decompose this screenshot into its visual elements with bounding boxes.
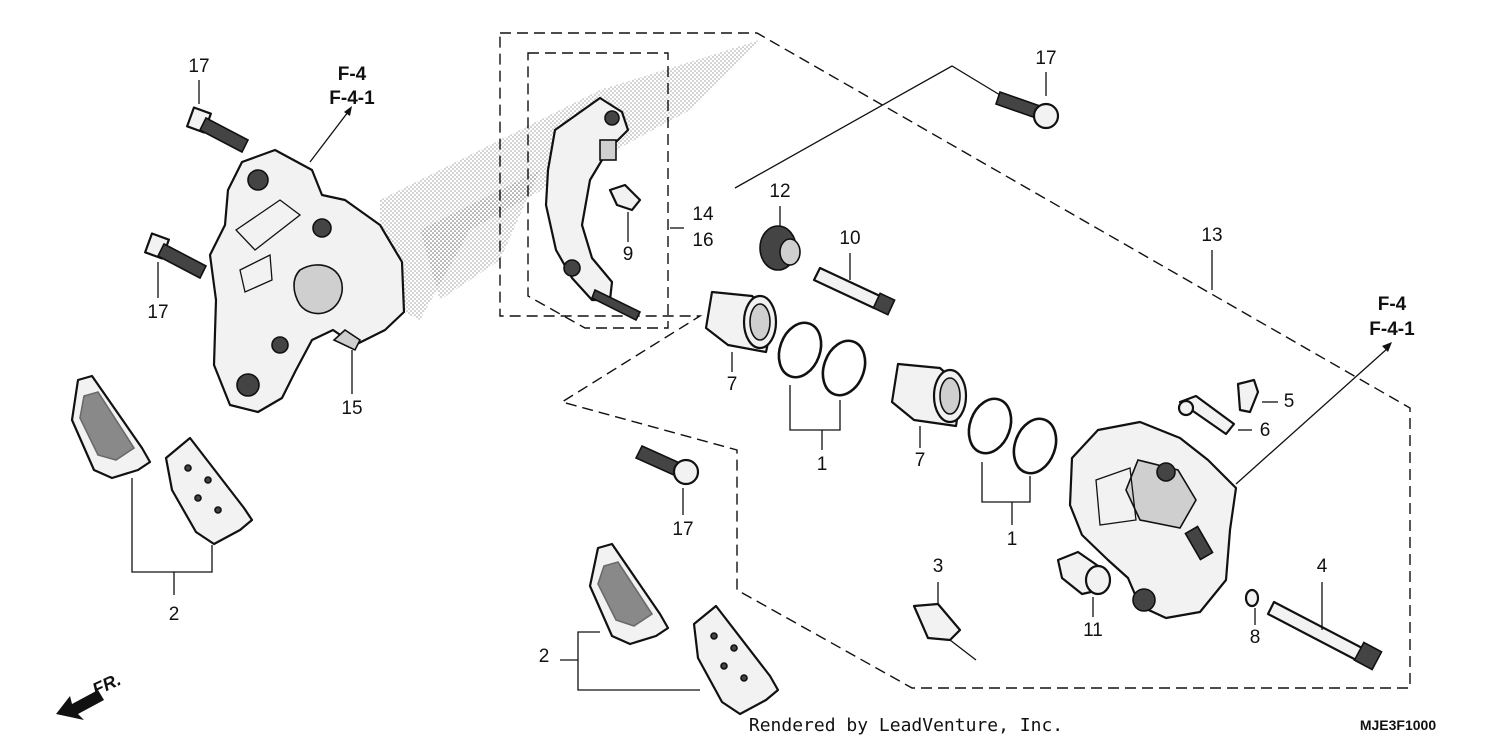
pad-spring-3 [912, 582, 977, 661]
callout-c11: 11 [1083, 620, 1103, 641]
leader-17b [734, 65, 1001, 189]
pin-10 [812, 253, 896, 316]
callout-c4: 4 [1317, 556, 1328, 577]
callout-c12: 12 [769, 181, 790, 202]
callout-c8: 8 [1250, 627, 1261, 648]
ref-arrow-right [1235, 342, 1392, 485]
caliper-bracket-15 [208, 148, 406, 414]
callout-c3: 3 [933, 556, 944, 577]
boot-12 [759, 206, 801, 271]
callout-c17d: 17 [672, 519, 693, 540]
callout-c17c: 17 [147, 302, 168, 323]
callout-c14: 14 [692, 204, 714, 225]
callout-c2b: 2 [539, 646, 550, 667]
bolt-17-mid-left [144, 232, 208, 280]
bleeder-5 [1236, 378, 1278, 414]
callout-c7b: 7 [915, 450, 926, 471]
ref-arrow-left [309, 106, 352, 163]
callout-c15: 15 [341, 398, 362, 419]
front-direction-indicator: FR. [56, 669, 124, 720]
callout-c9: 9 [623, 244, 634, 265]
callout-c2a: 2 [169, 604, 180, 625]
diagram-code: MJE3F1000 [1360, 717, 1436, 733]
washer-8 [1244, 588, 1260, 625]
bolt-17-top-right [994, 72, 1060, 130]
callout-c16: 16 [692, 230, 713, 251]
piston-7-right [890, 362, 968, 448]
brake-pads-bottom [560, 542, 780, 716]
reference-label-r2b: F-4-1 [1369, 319, 1415, 340]
support-bracket-14 [544, 96, 684, 322]
clip-9 [608, 183, 642, 242]
render-credit: Rendered by LeadVenture, Inc. [749, 715, 1063, 736]
callout-c1a: 1 [817, 454, 828, 475]
reference-label-r1b: F-4-1 [329, 88, 375, 109]
callout-c13: 13 [1201, 225, 1222, 246]
cap-6 [1177, 394, 1252, 436]
callout-c5: 5 [1284, 391, 1295, 412]
bolt-11 [1056, 550, 1112, 617]
callout-c7a: 7 [727, 374, 738, 395]
callout-c17a: 17 [188, 56, 209, 77]
piston-7-left [704, 290, 778, 372]
bolt-17-bottom [634, 444, 700, 515]
reference-label-r2a: F-4 [1378, 294, 1407, 315]
seals-1-left [777, 321, 867, 450]
bolt-17-top-left [186, 106, 250, 154]
seals-1-right [967, 397, 1058, 525]
reference-label-r1a: F-4 [338, 64, 367, 85]
callout-c17b: 17 [1035, 48, 1056, 69]
caliper-body [1068, 420, 1238, 620]
watermark-logo [380, 40, 760, 320]
group-14-16-outline [527, 52, 669, 329]
callout-c10: 10 [839, 228, 860, 249]
reference-labels: F-4F-4-1F-4F-4-1 [329, 64, 1415, 340]
callout-c1b: 1 [1007, 529, 1018, 550]
brake-pads-left [70, 374, 254, 595]
pin-4 [1266, 582, 1383, 671]
callout-c6: 6 [1260, 420, 1271, 441]
